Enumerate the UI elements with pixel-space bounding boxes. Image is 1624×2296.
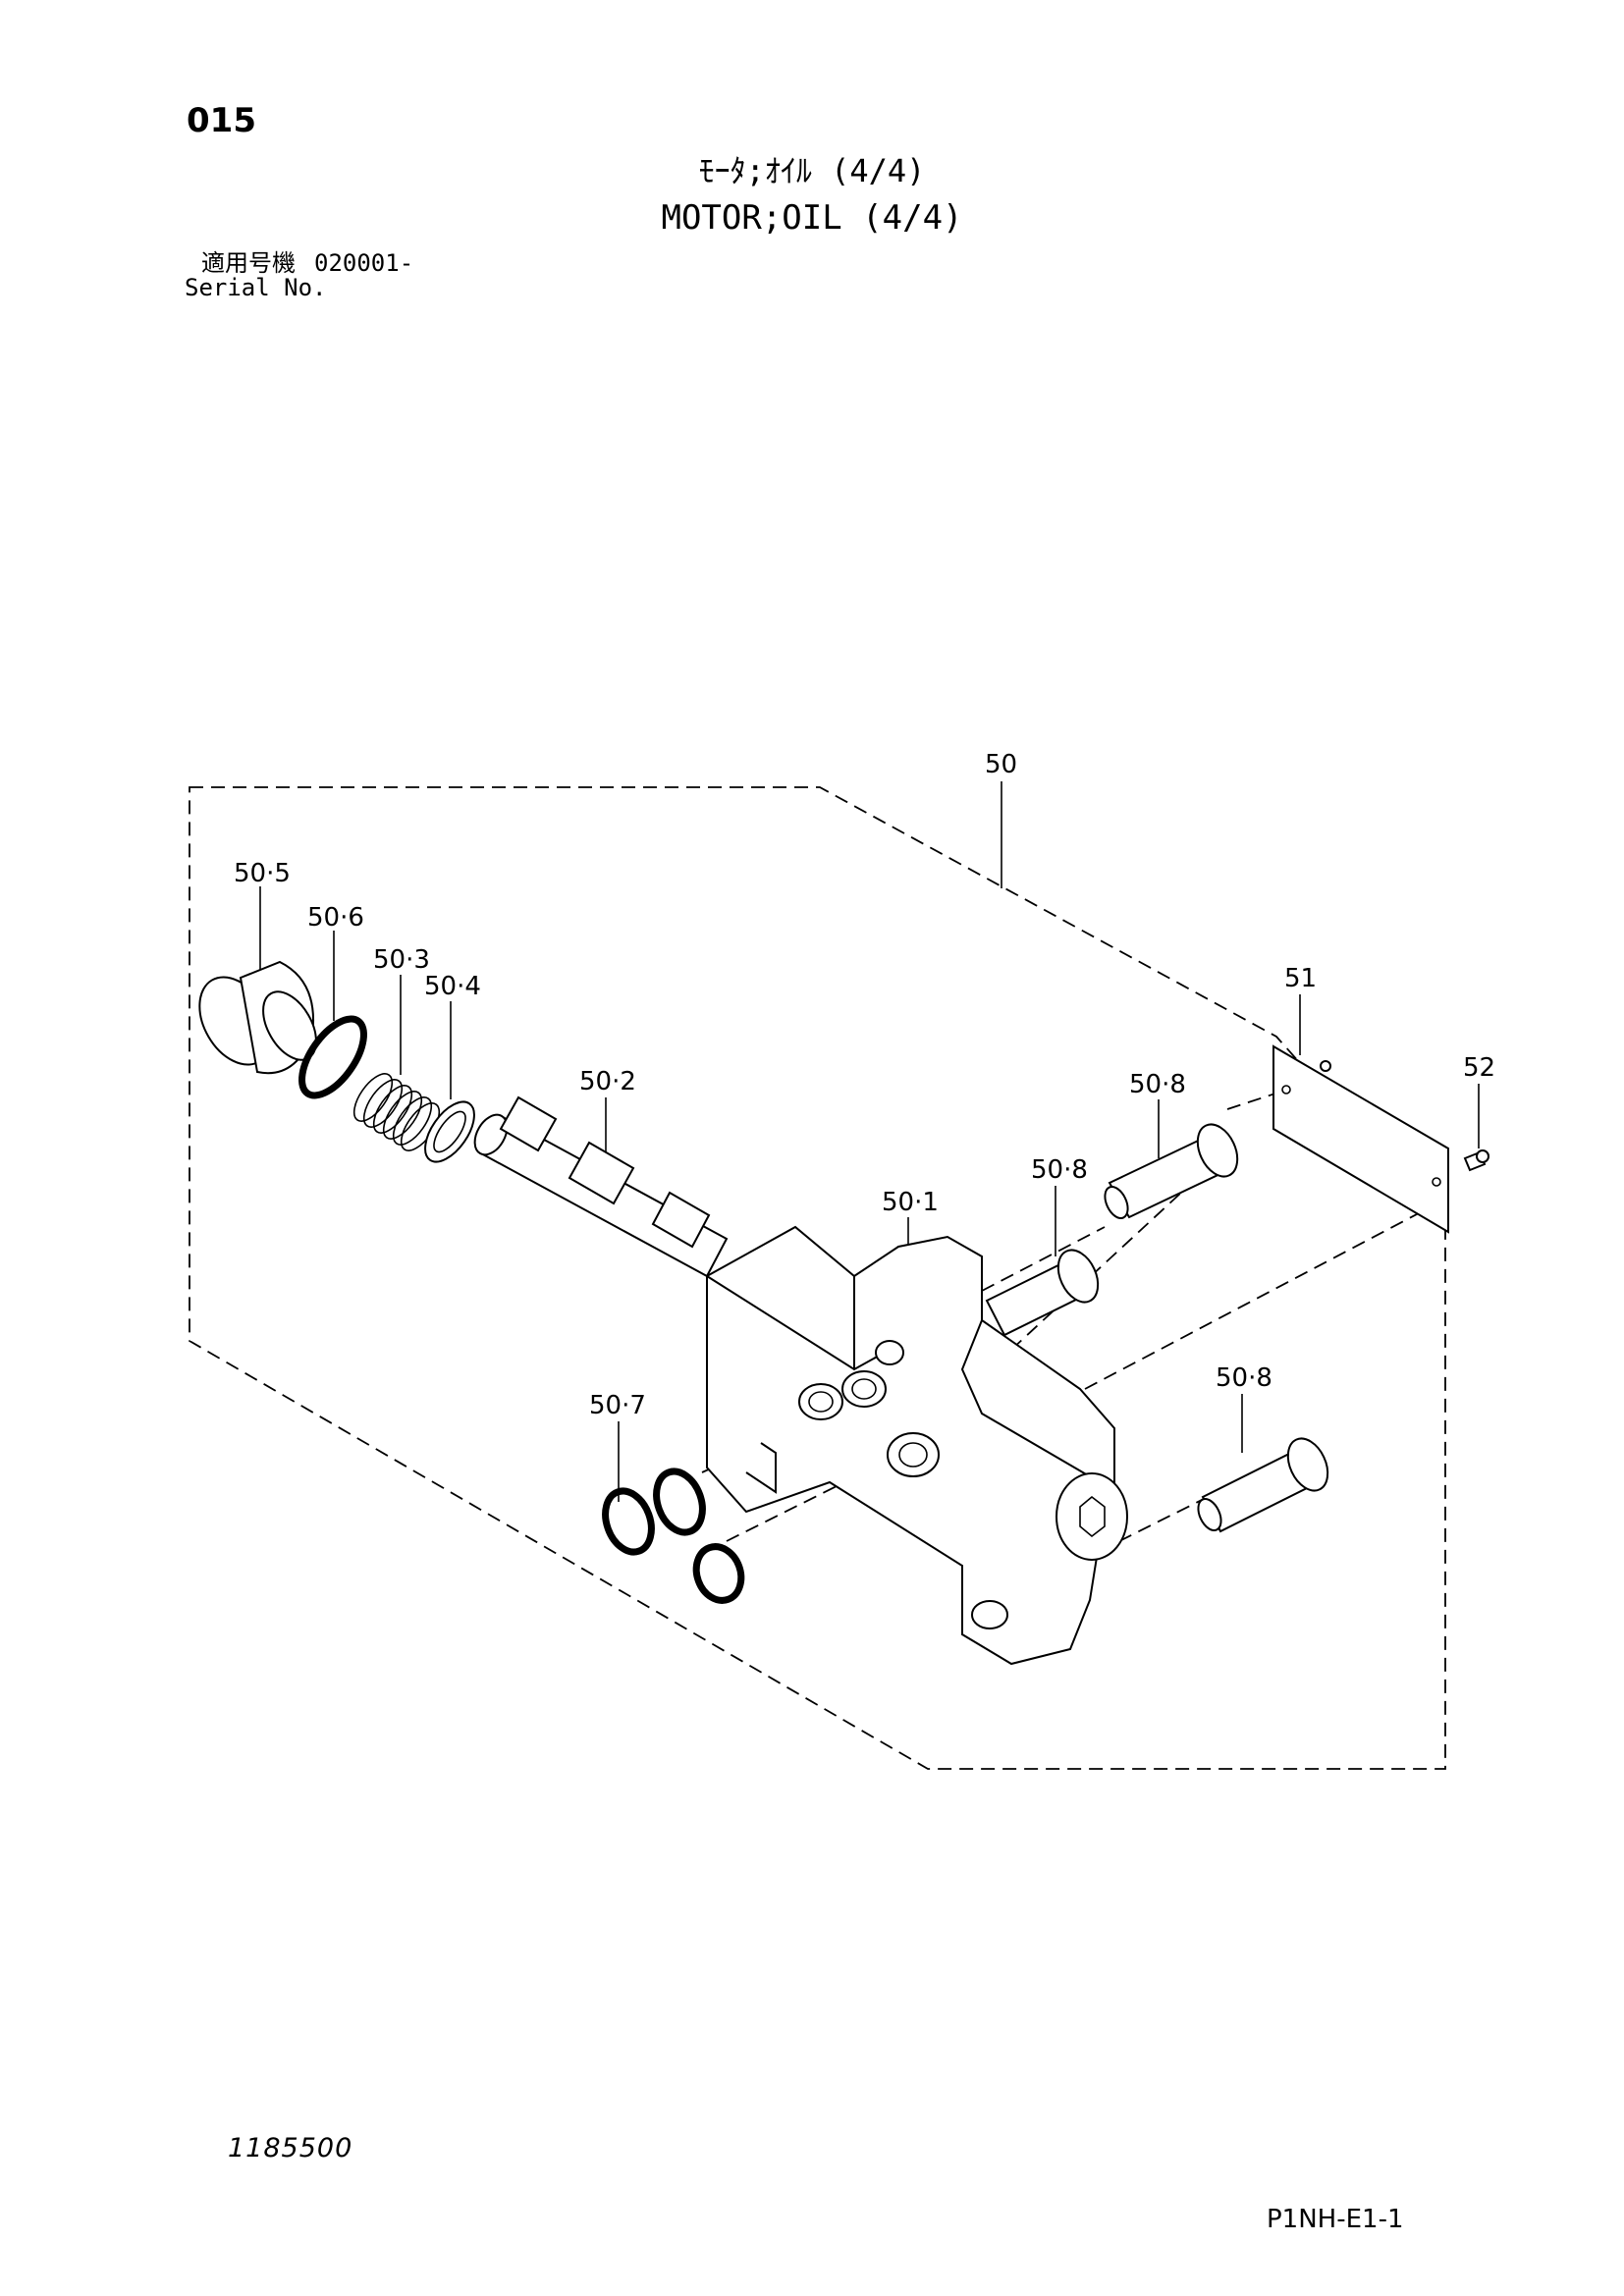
o-ring-part-50-6 xyxy=(298,1015,367,1099)
spool-part-50-2 xyxy=(473,1095,729,1278)
callout-50-5: 50·5 xyxy=(234,859,291,888)
washer-part-50-4 xyxy=(424,1100,475,1163)
callout-labels: 50 50·5 50·6 50·3 50·4 50·2 50·8 50·8 50… xyxy=(234,750,1495,1420)
title-japanese: ﾓｰﾀ;ｵｲﾙ (4/4) xyxy=(698,152,926,189)
callout-50-4: 50·4 xyxy=(424,972,481,1001)
assembly-boundary xyxy=(189,786,1446,1770)
callout-50-3: 50·3 xyxy=(373,945,430,975)
plug-part-50-5 xyxy=(198,960,317,1075)
title-english: MOTOR;OIL (4/4) xyxy=(661,198,963,238)
callout-51: 51 xyxy=(1284,964,1317,993)
callout-50-6: 50·6 xyxy=(307,903,364,933)
callout-52: 52 xyxy=(1463,1053,1495,1083)
valve-body-part-50-1 xyxy=(706,1225,1128,1666)
name-plate-part-51 xyxy=(1272,1044,1449,1234)
callout-50-8-lower: 50·8 xyxy=(1216,1363,1272,1393)
leader-lines xyxy=(259,781,1480,1502)
document-number: 1185500 xyxy=(228,2133,353,2163)
drawing-code: P1NH-E1-1 xyxy=(1267,2205,1404,2234)
o-rings-part-50-7 xyxy=(602,1468,745,1604)
rivet-part-52 xyxy=(1463,1149,1489,1172)
serial-number: 020001- xyxy=(314,249,414,277)
callout-50-8-middle: 50·8 xyxy=(1031,1155,1088,1185)
serial-label-japanese: 適用号機 xyxy=(201,249,296,277)
callout-50-8-upper: 50·8 xyxy=(1129,1070,1186,1099)
callout-50: 50 xyxy=(985,750,1017,779)
callout-50-7: 50·7 xyxy=(589,1391,646,1420)
spring-part-50-3 xyxy=(352,1073,441,1151)
callout-50-2: 50·2 xyxy=(579,1067,636,1096)
serial-label-english: Serial No. xyxy=(185,274,327,301)
page-number: 015 xyxy=(187,101,256,140)
callout-50-1: 50·1 xyxy=(882,1188,939,1217)
socket-bolts-part-50-8 xyxy=(985,1123,1329,1533)
